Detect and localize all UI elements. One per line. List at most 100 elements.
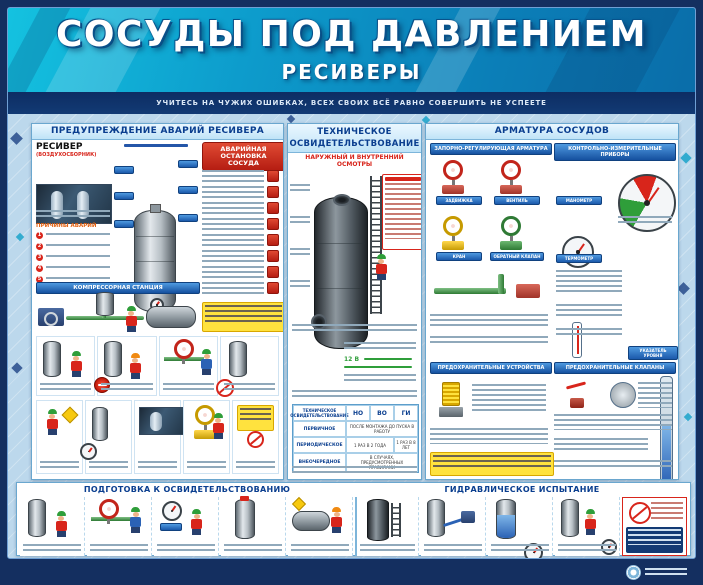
caption-placeholder (46, 255, 110, 260)
hose-illustration (443, 517, 464, 528)
caption-placeholder (472, 384, 546, 414)
caption-placeholder (236, 461, 275, 471)
callout-badge (178, 160, 198, 168)
table-row-label: ПЕРИОДИЧЕСКОЕ (293, 437, 346, 453)
cause-number: 4 (36, 265, 43, 272)
right-panel-title: АРМАТУРА СОСУДОВ (426, 124, 678, 140)
caption-placeholder (430, 428, 548, 444)
publisher-logo (626, 565, 687, 580)
worker-figure (128, 353, 142, 379)
caption-placeholder (491, 544, 550, 554)
valve-illustration (194, 405, 216, 439)
inspection-schedule-table: ТЕХНИЧЕСКОЕ ОСВИДЕТЕЛЬСТВОВАНИЕ НО ВО ГИ… (290, 404, 419, 473)
safety-cell (94, 336, 157, 396)
step-cell (86, 497, 152, 556)
table-col-gi: ГИ (394, 405, 418, 421)
cause-item: 3 (36, 254, 110, 261)
hazard-icon (267, 282, 279, 294)
pressure-gauge-icon (161, 501, 182, 521)
table-row-value: ПОСЛЕ МОНТАЖА ДО ПУСКА В РАБОТУ (346, 421, 418, 437)
caption-placeholder (558, 544, 617, 554)
section-shutoff-title: ЗАПОРНО-РЕГУЛИРУЮЩАЯ АРМАТУРА (430, 143, 552, 155)
membrane-device-illustration (610, 382, 636, 408)
causes-title: ПРИЧИНЫ АВАРИЙ (36, 223, 97, 229)
safety-cell (134, 400, 184, 474)
table-header-title: ТЕХНИЧЕСКОЕ ОСВИДЕТЕЛЬСТВОВАНИЕ (290, 405, 349, 421)
caption-placeholder (202, 250, 264, 262)
caption-placeholder (344, 366, 412, 368)
inspection-warning-box (382, 174, 421, 250)
emergency-stop-title: АВАРИЙНАЯ ОСТАНОВКА СОСУДА (202, 142, 283, 171)
caption-placeholder (292, 324, 417, 334)
emergency-item (202, 282, 279, 294)
caption-placeholder (556, 304, 622, 318)
caption-placeholder (556, 270, 622, 294)
gate-valve-label: ЗАДВИЖКА (436, 196, 482, 205)
cause-item: 5 (36, 276, 110, 283)
panel-technical-inspection: ТЕХНИЧЕСКОЕ ОСВИДЕТЕЛЬСТВОВАНИЕ НАРУЖНЫЙ… (287, 123, 422, 480)
ladder-illustration (390, 503, 401, 537)
cause-number: 3 (36, 254, 43, 261)
safety-cell (80, 400, 132, 474)
cause-number: 1 (36, 232, 43, 239)
hazard-icon (267, 218, 279, 230)
table-row-value: 1 РАЗ В 8 ЛЕТ (394, 437, 418, 453)
hydraulic-test-section-title: ГИДРАВЛИЧЕСКОЕ ИСПЫТАНИЕ (444, 485, 600, 494)
caption-placeholder (554, 460, 672, 470)
decor-shape (683, 412, 693, 422)
caption-placeholder (202, 266, 264, 278)
caption-placeholder (554, 438, 648, 452)
hazard-icon (267, 250, 279, 262)
cause-item: 1 (36, 232, 110, 239)
caption-placeholder (202, 186, 264, 198)
safety-cell (36, 400, 83, 474)
section-safety-title: ПРЕДОХРАНИТЕЛЬНЫЕ УСТРОЙСТВА (430, 362, 552, 374)
caption-placeholder (162, 383, 214, 393)
decor-shape (286, 114, 296, 124)
poster-title: СОСУДЫ ПОД ДАВЛЕНИЕМ (56, 14, 647, 55)
caption-placeholder (290, 216, 310, 224)
pressure-gauge-illustration (562, 236, 594, 268)
step-cell-prohibition (622, 497, 687, 556)
caption-placeholder (46, 244, 110, 249)
hazard-icon (267, 234, 279, 246)
decor-shape (677, 282, 690, 295)
caption-placeholder (46, 233, 110, 238)
emergency-item (202, 218, 279, 230)
caption-placeholder (187, 461, 226, 471)
pump-illustration (461, 511, 476, 523)
safety-cell (183, 400, 230, 474)
callout-badge (114, 220, 134, 228)
panel-vessel-fittings: АРМАТУРА СОСУДОВ ЗАПОРНО-РЕГУЛИРУЮЩАЯ АР… (425, 123, 679, 480)
bottom-strip: ПОДГОТОВКА К ОСВИДЕТЕЛЬСТВОВАНИЮ ГИДРАВЛ… (16, 482, 691, 558)
receiver-label-main: РЕСИВЕР (36, 142, 83, 152)
warning-note (202, 302, 283, 332)
step-cell (354, 497, 420, 556)
step-cell (20, 497, 85, 556)
worker-figure (54, 511, 68, 537)
caption-placeholder (554, 414, 672, 430)
decor-shape (680, 152, 692, 164)
step-cell (421, 497, 487, 556)
tank-illustration (234, 496, 255, 539)
tank-illustration (28, 499, 46, 537)
worker-figure (45, 409, 59, 435)
emergency-stop-list (202, 170, 279, 298)
caption-placeholder (292, 466, 417, 474)
poster-body: ПРЕДУПРЕЖДЕНИЕ АВАРИЙ РЕСИВЕРА РЕСИВЕР (… (8, 114, 695, 558)
caption-placeholder (638, 382, 672, 408)
inspector-figure (374, 254, 388, 280)
decor-shape (11, 362, 23, 374)
tank-illustration (496, 499, 517, 539)
caption-placeholder (89, 544, 148, 554)
gate-valve-illustration (442, 160, 464, 194)
hazard-icon (267, 266, 279, 278)
pipe-illustration (90, 517, 133, 521)
caption-placeholder (292, 390, 417, 398)
tank-illustration (427, 499, 446, 537)
poster-subtitle: РЕСИВЕРЫ (281, 60, 422, 84)
photo-illustration (139, 407, 184, 435)
warning-note (430, 452, 554, 476)
caption-placeholder (46, 266, 110, 271)
section-instruments-title: КОНТРОЛЬНО-ИЗМЕРИТЕЛЬНЫЕ ПРИБОРЫ (554, 143, 676, 161)
